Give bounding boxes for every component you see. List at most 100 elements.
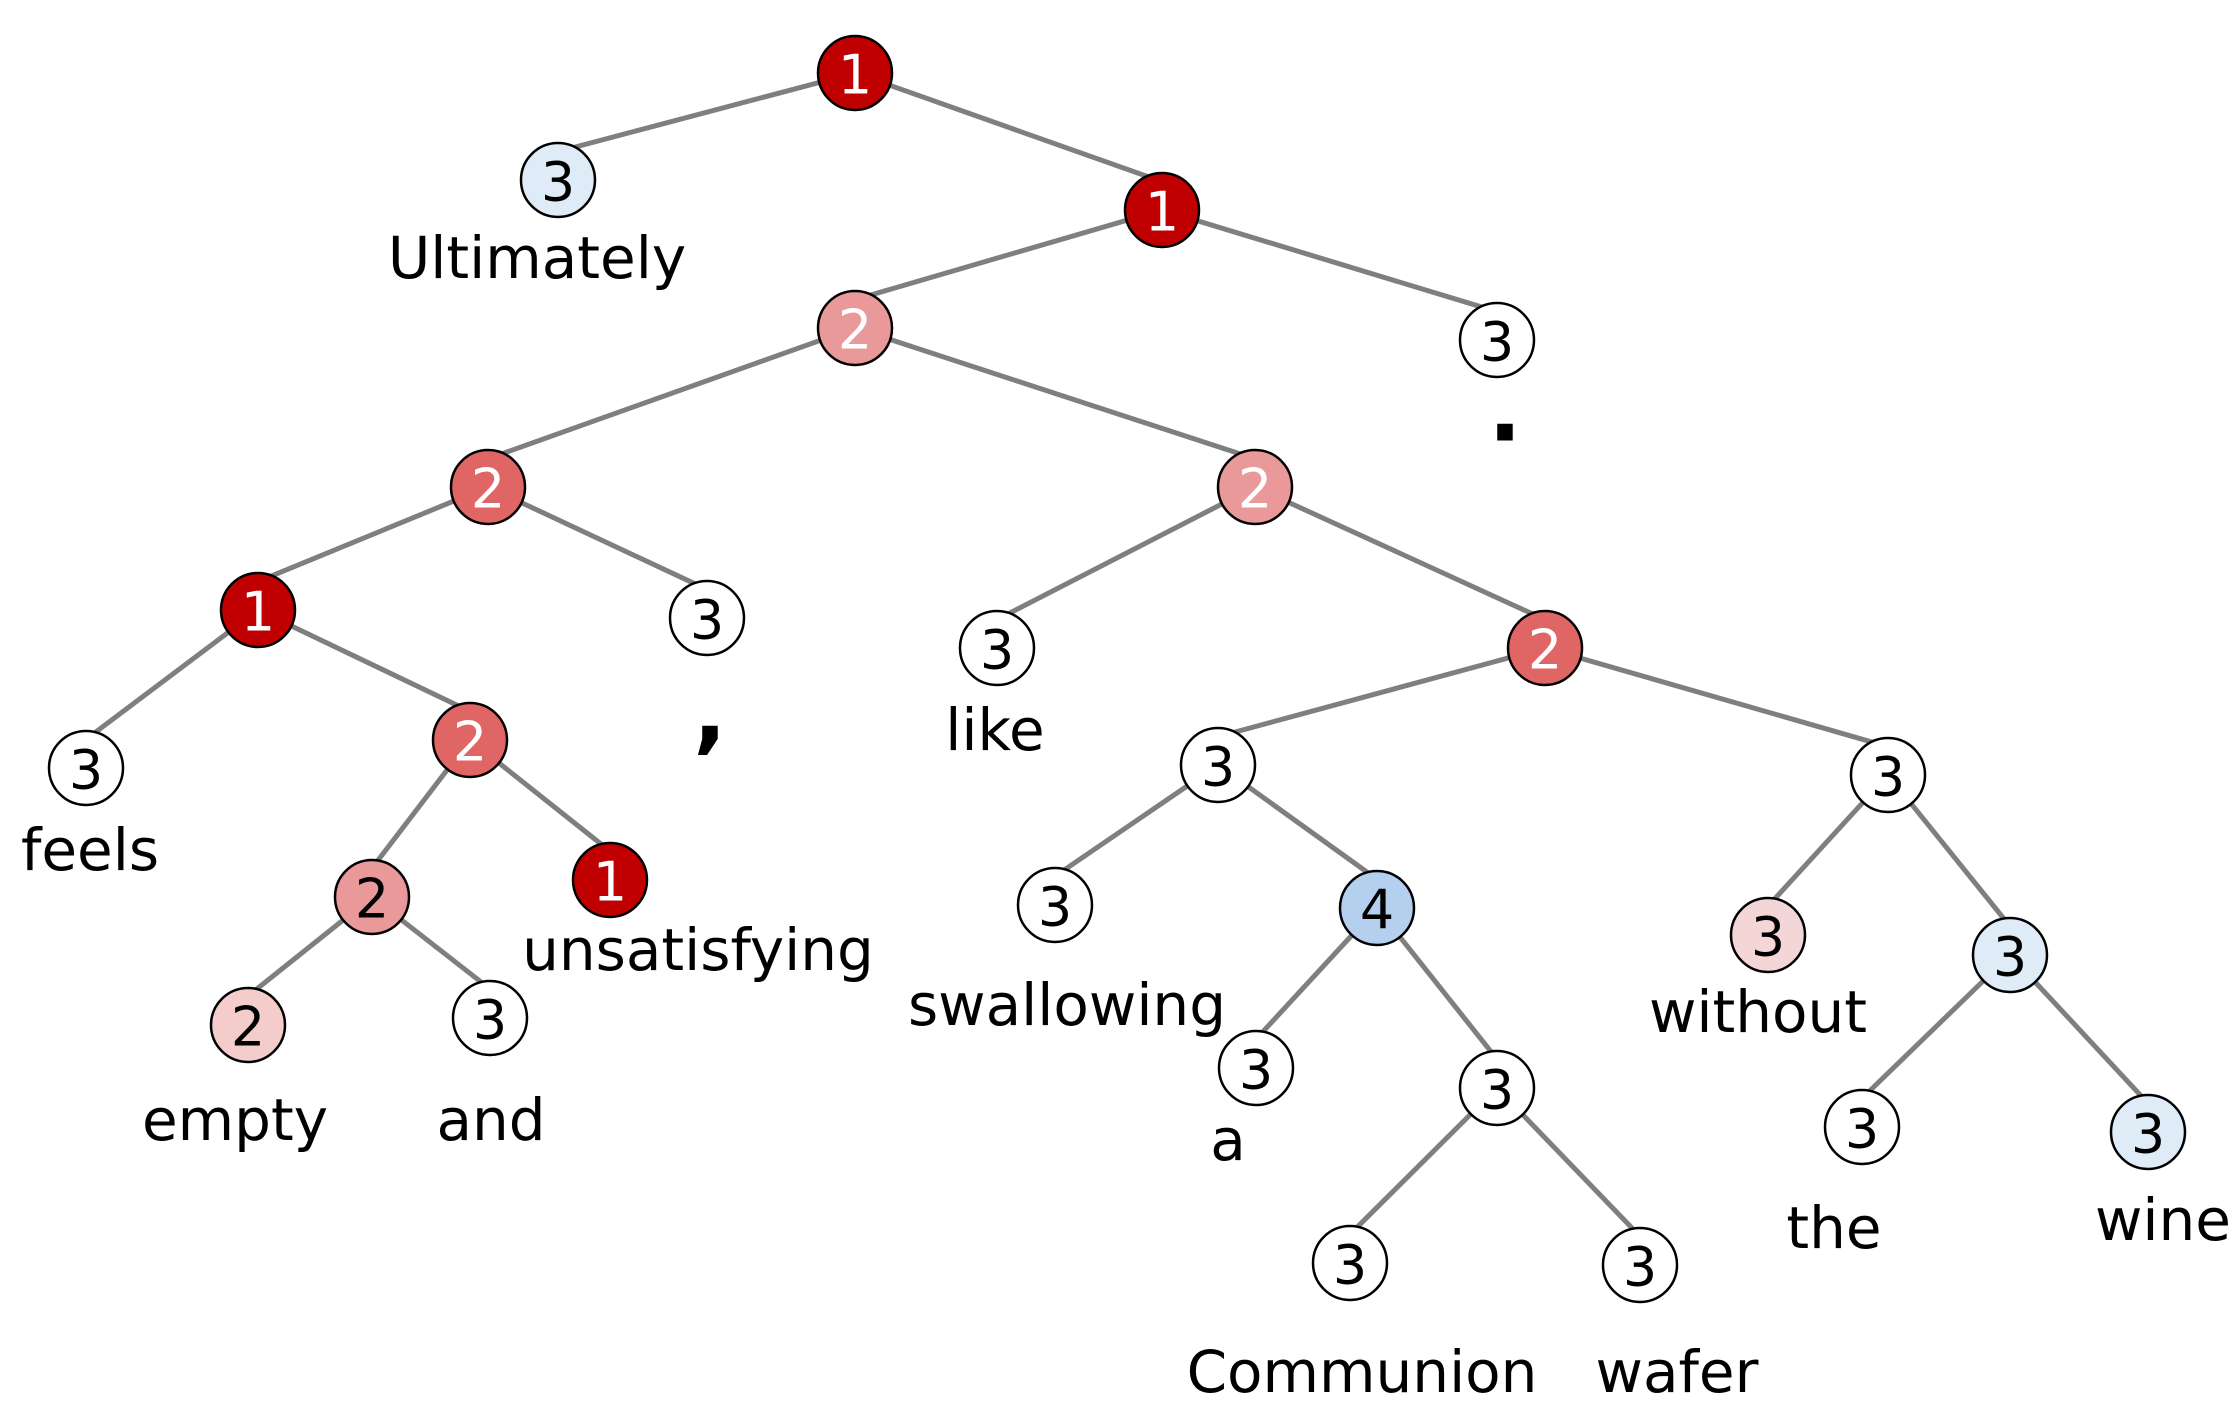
tree-node: 3 bbox=[1217, 1029, 1295, 1107]
leaf-word: Ultimately bbox=[388, 224, 686, 292]
node-circle bbox=[449, 448, 527, 526]
leaf-word: empty bbox=[142, 1086, 328, 1154]
tree-node: 1 bbox=[1123, 171, 1201, 249]
tree-node: 3 bbox=[47, 729, 125, 807]
tree-node: 3 bbox=[1601, 1226, 1679, 1304]
node-circle bbox=[1216, 448, 1294, 526]
node-circle bbox=[431, 701, 509, 779]
node-circle bbox=[1016, 866, 1094, 944]
leaf-word: a bbox=[1210, 1106, 1246, 1174]
node-sentiment-label: 3 bbox=[473, 989, 507, 1052]
node-sentiment-label: 2 bbox=[453, 711, 487, 774]
tree-node: 2 bbox=[209, 986, 287, 1064]
node-sentiment-label: 3 bbox=[980, 619, 1014, 682]
node-circle bbox=[668, 579, 746, 657]
tree-node: 3 bbox=[1849, 736, 1927, 814]
tree-node: 3 bbox=[1458, 1049, 1536, 1127]
leaf-word: . bbox=[1488, 359, 1521, 462]
node-circle bbox=[1849, 736, 1927, 814]
node-circle bbox=[816, 289, 894, 367]
tree-node: 2 bbox=[1506, 609, 1584, 687]
node-sentiment-label: 3 bbox=[1480, 1059, 1514, 1122]
node-sentiment-label: 2 bbox=[231, 996, 265, 1059]
tree-node: 3 bbox=[668, 579, 746, 657]
leaf-word: and bbox=[436, 1086, 545, 1154]
node-sentiment-label: 2 bbox=[1238, 458, 1272, 521]
tree-edge bbox=[861, 207, 1163, 300]
tree-edge bbox=[263, 484, 489, 582]
tree-node: 2 bbox=[1216, 448, 1294, 526]
node-sentiment-label: 3 bbox=[2131, 1103, 2165, 1166]
tree-node: 3 bbox=[1458, 301, 1536, 379]
leaf-word: feels bbox=[21, 816, 159, 884]
node-sentiment-label: 3 bbox=[1480, 311, 1514, 374]
node-circle bbox=[1971, 916, 2049, 994]
tree-edge bbox=[1224, 645, 1546, 738]
leaf-word: unsatisfying bbox=[522, 916, 874, 984]
node-sentiment-label: 2 bbox=[471, 458, 505, 521]
tree-node: 3 bbox=[958, 609, 1036, 687]
tree-node: 1 bbox=[219, 571, 297, 649]
tree-node: 3 bbox=[1016, 866, 1094, 944]
node-sentiment-label: 3 bbox=[69, 739, 103, 802]
node-circle bbox=[333, 858, 411, 936]
tree-edge bbox=[1002, 484, 1257, 619]
tree-node: 2 bbox=[431, 701, 509, 779]
node-sentiment-label: 1 bbox=[241, 581, 275, 644]
node-circle bbox=[816, 34, 894, 112]
tree-edge bbox=[486, 484, 702, 589]
leaf-word: the bbox=[1786, 1194, 1881, 1262]
node-circle bbox=[1458, 1049, 1536, 1127]
node-circle bbox=[219, 571, 297, 649]
node-sentiment-label: 3 bbox=[1871, 746, 1905, 809]
tree-edge bbox=[564, 70, 856, 153]
node-circle bbox=[1601, 1226, 1679, 1304]
node-circle bbox=[1179, 726, 1257, 804]
tree-node: 2 bbox=[449, 448, 527, 526]
leaf-word: without bbox=[1649, 978, 1867, 1046]
node-sentiment-label: 3 bbox=[541, 151, 575, 214]
tree-node: 3 bbox=[2109, 1093, 2187, 1171]
tree-edge bbox=[1161, 207, 1491, 312]
leaf-word: swallowing bbox=[908, 971, 1226, 1039]
tree-node: 3 bbox=[1179, 726, 1257, 804]
tree-node: 3 bbox=[1971, 916, 2049, 994]
node-circle bbox=[47, 729, 125, 807]
node-circle bbox=[1506, 609, 1584, 687]
node-circle bbox=[1217, 1029, 1295, 1107]
node-sentiment-label: 3 bbox=[1038, 876, 1072, 939]
node-sentiment-label: 1 bbox=[838, 44, 872, 107]
node-sentiment-label: 2 bbox=[838, 299, 872, 362]
node-sentiment-label: 3 bbox=[1239, 1039, 1273, 1102]
node-sentiment-label: 2 bbox=[355, 868, 389, 931]
tree-edge bbox=[493, 325, 856, 459]
node-circle bbox=[519, 141, 597, 219]
node-circle bbox=[1823, 1088, 1901, 1166]
node-circle bbox=[2109, 1093, 2187, 1171]
node-sentiment-label: 3 bbox=[1333, 1234, 1367, 1297]
node-circle bbox=[209, 986, 287, 1064]
tree-node: 3 bbox=[519, 141, 597, 219]
node-circle bbox=[1123, 171, 1201, 249]
leaf-word: Communion bbox=[1187, 1338, 1538, 1406]
node-circle bbox=[958, 609, 1036, 687]
node-sentiment-label: 1 bbox=[593, 851, 627, 914]
tree-edge bbox=[1253, 484, 1540, 619]
node-sentiment-label: 2 bbox=[1528, 619, 1562, 682]
node-sentiment-label: 3 bbox=[1623, 1236, 1657, 1299]
tree-node: 3 bbox=[1311, 1224, 1389, 1302]
node-sentiment-label: 3 bbox=[1201, 736, 1235, 799]
node-circle bbox=[1458, 301, 1536, 379]
node-circle bbox=[451, 979, 529, 1057]
node-sentiment-label: 1 bbox=[1145, 181, 1179, 244]
node-sentiment-label: 4 bbox=[1360, 879, 1394, 942]
tree-node: 3 bbox=[1823, 1088, 1901, 1166]
tree-node: 1 bbox=[571, 841, 649, 919]
tree-node: 4 bbox=[1338, 869, 1416, 947]
node-sentiment-label: 3 bbox=[690, 589, 724, 652]
node-sentiment-label: 3 bbox=[1845, 1098, 1879, 1161]
leaf-word: wine bbox=[2095, 1186, 2231, 1254]
